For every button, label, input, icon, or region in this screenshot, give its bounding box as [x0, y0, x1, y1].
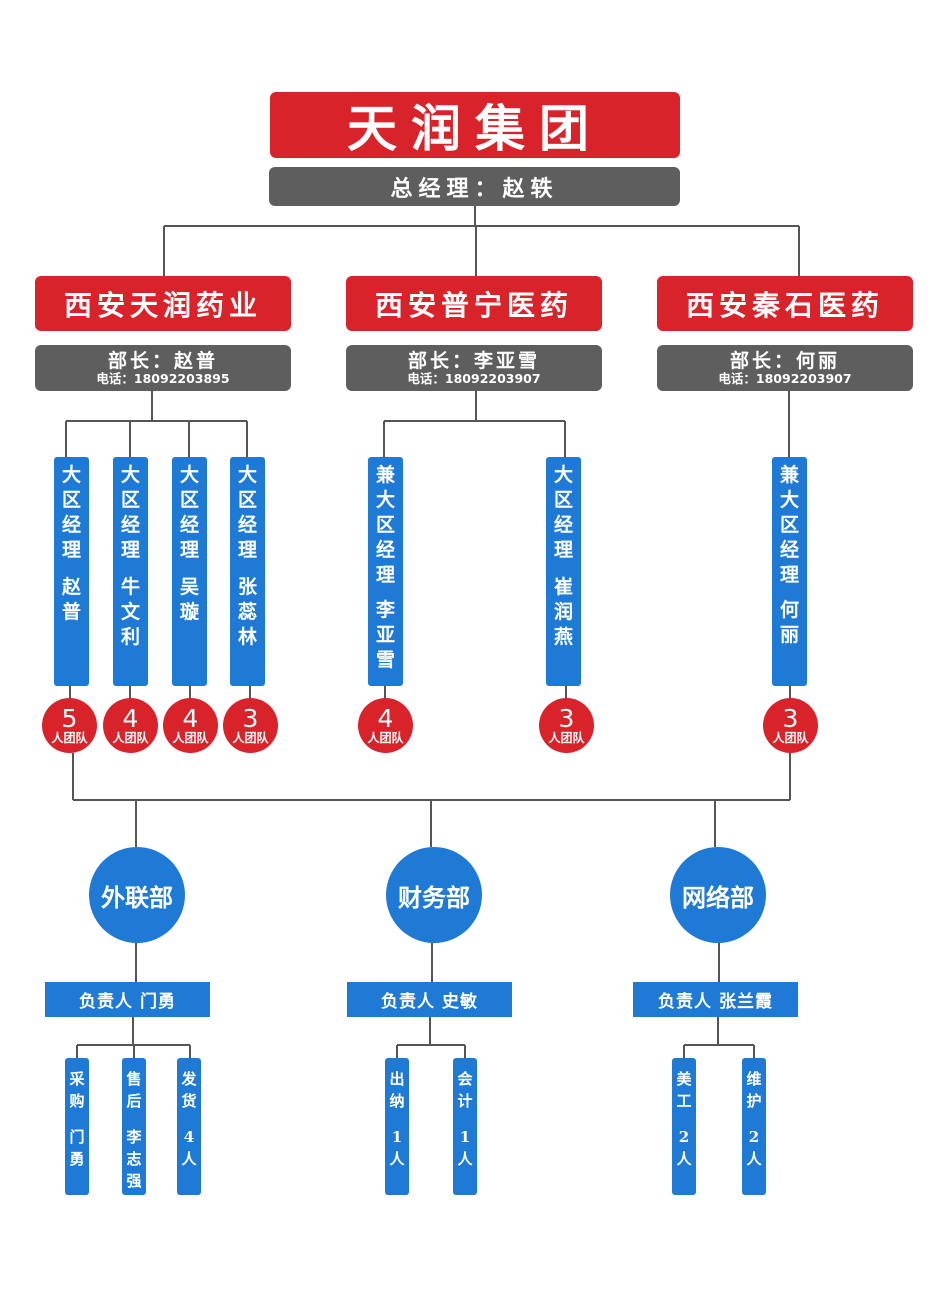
general-manager-bar: 总经理： 赵轶	[269, 167, 680, 206]
company-2-head: 部长：李亚雪 电话：18092203907	[346, 345, 602, 391]
team-size-badge: 3 人团队	[223, 698, 278, 753]
department-unit: 维护 2人	[742, 1058, 766, 1195]
unit-role: 发货	[181, 1070, 197, 1110]
phone-label: 电话：	[407, 370, 445, 386]
team-unit: 人团队	[772, 731, 809, 745]
manager-name: 崔润燕	[554, 576, 574, 648]
team-size-badge: 5 人团队	[42, 698, 97, 753]
department-circle: 网络部	[670, 847, 766, 943]
gm-name: 赵轶	[502, 176, 559, 202]
phone-label: 电话：	[96, 370, 134, 386]
head-label: 部长：	[729, 349, 796, 372]
regional-manager-card: 大区经理 张蕊林	[230, 457, 265, 686]
unit-role: 出纳	[389, 1070, 405, 1110]
manager-name: 赵普	[62, 576, 82, 623]
unit-staff: 1人	[457, 1128, 473, 1168]
manager-name: 何丽	[780, 599, 800, 646]
phone-label: 电话：	[718, 370, 756, 386]
team-count: 4	[182, 704, 199, 733]
unit-role: 售后	[126, 1070, 142, 1110]
group-title: 天润集团	[270, 92, 680, 158]
manager-title: 大区经理	[121, 464, 141, 561]
unit-staff: 李志强	[126, 1128, 142, 1190]
team-size-badge: 4 人团队	[358, 698, 413, 753]
company-3-title: 西安秦石医药	[657, 276, 913, 331]
regional-manager-card: 兼大区经理 李亚雪	[368, 457, 403, 686]
manager-name: 吴璇	[180, 576, 200, 623]
team-size-badge: 3 人团队	[539, 698, 594, 753]
department-unit: 发货 4人	[177, 1058, 201, 1195]
team-size-badge: 4 人团队	[103, 698, 158, 753]
unit-role: 维护	[746, 1070, 762, 1110]
team-unit: 人团队	[112, 731, 149, 745]
department-circle: 外联部	[89, 847, 185, 943]
team-unit: 人团队	[548, 731, 585, 745]
department-lead: 负责人 张兰霞	[633, 982, 798, 1017]
manager-title: 大区经理	[554, 464, 574, 561]
unit-staff: 1人	[389, 1128, 405, 1168]
team-count: 3	[242, 704, 259, 733]
regional-manager-card: 兼大区经理 何丽	[772, 457, 807, 686]
unit-staff: 门勇	[69, 1128, 85, 1168]
unit-role: 美工	[676, 1070, 692, 1110]
manager-title: 大区经理	[238, 464, 258, 561]
team-unit: 人团队	[367, 731, 404, 745]
unit-role: 会计	[457, 1070, 473, 1110]
department-unit: 美工 2人	[672, 1058, 696, 1195]
regional-manager-card: 大区经理 赵普	[54, 457, 89, 686]
unit-staff: 2人	[676, 1128, 692, 1168]
team-count: 4	[122, 704, 139, 733]
regional-manager-card: 大区经理 吴璇	[172, 457, 207, 686]
company-1-title: 西安天润药业	[35, 276, 291, 331]
manager-title: 兼大区经理	[780, 464, 800, 586]
company-3-head: 部长：何丽 电话：18092203907	[657, 345, 913, 391]
department-circle: 财务部	[386, 847, 482, 943]
manager-title: 大区经理	[62, 464, 82, 561]
department-unit: 采购 门勇	[65, 1058, 89, 1195]
manager-title: 大区经理	[180, 464, 200, 561]
team-unit: 人团队	[232, 731, 269, 745]
head-label: 部长：	[107, 349, 174, 372]
head-name: 李亚雪	[474, 349, 541, 372]
department-unit: 会计 1人	[453, 1058, 477, 1195]
regional-manager-card: 大区经理 牛文利	[113, 457, 148, 686]
team-count: 3	[558, 704, 575, 733]
unit-staff: 2人	[746, 1128, 762, 1168]
company-2-title: 西安普宁医药	[346, 276, 602, 331]
team-size-badge: 4 人团队	[163, 698, 218, 753]
department-lead: 负责人 门勇	[45, 982, 210, 1017]
phone-number: 18092203907	[755, 370, 852, 386]
manager-name: 张蕊林	[238, 576, 258, 648]
head-label: 部长：	[407, 349, 474, 372]
regional-manager-card: 大区经理 崔润燕	[546, 457, 581, 686]
team-size-badge: 3 人团队	[763, 698, 818, 753]
phone-number: 18092203895	[133, 370, 230, 386]
department-lead: 负责人 史敏	[347, 982, 512, 1017]
manager-name: 李亚雪	[376, 599, 396, 671]
team-count: 4	[377, 704, 394, 733]
company-1-head: 部长：赵普 电话：18092203895	[35, 345, 291, 391]
unit-role: 采购	[69, 1070, 85, 1110]
head-name: 何丽	[796, 349, 841, 372]
gm-label: 总经理：	[390, 176, 503, 202]
unit-staff: 4人	[181, 1128, 197, 1168]
manager-name: 牛文利	[121, 576, 141, 648]
team-unit: 人团队	[172, 731, 209, 745]
head-name: 赵普	[174, 349, 219, 372]
team-count: 3	[782, 704, 799, 733]
phone-number: 18092203907	[444, 370, 541, 386]
team-count: 5	[61, 704, 78, 733]
department-unit: 售后 李志强	[122, 1058, 146, 1195]
manager-title: 兼大区经理	[376, 464, 396, 586]
team-unit: 人团队	[51, 731, 88, 745]
department-unit: 出纳 1人	[385, 1058, 409, 1195]
